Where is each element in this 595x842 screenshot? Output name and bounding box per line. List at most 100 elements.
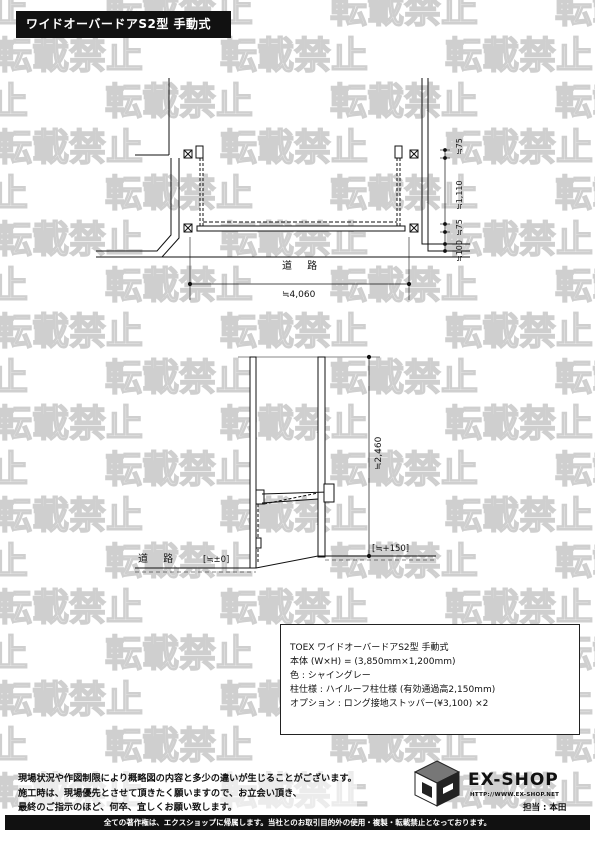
watermark-text: 転載禁止 — [0, 494, 143, 537]
left-boundary-outer — [96, 158, 172, 252]
watermark-text: 転載禁止 — [0, 448, 28, 491]
door-arm-diag — [263, 492, 319, 505]
right-hinge — [394, 145, 403, 159]
footer-copyright: 全ての著作権は、エクスショップに帰属します。当社とのお取引目的外の使用・複製・転… — [5, 815, 590, 830]
watermark-text: 転載禁止 — [0, 80, 28, 123]
watermark-text: 転載禁止 — [445, 494, 593, 537]
elevation-height-dimension: ≒2,460 — [374, 436, 384, 470]
left-post-top — [183, 149, 193, 159]
watermark-text: 転載禁止 — [555, 540, 595, 583]
notice-line-3: 最終のご指示のほど、何卒、宜しくお願い致します。 — [18, 802, 238, 813]
watermark-text: 転載禁止 — [0, 34, 143, 77]
watermark-text: 転載禁止 — [0, 310, 143, 353]
watermark-text: 転載禁止 — [0, 172, 28, 215]
watermark-text: 転載禁止 — [220, 402, 368, 445]
left-post-bottom — [183, 223, 193, 233]
elevation-step-level: [≒+150] — [372, 544, 409, 554]
left-boundary-inner — [96, 158, 180, 258]
watermark-text: 転載禁止 — [330, 0, 478, 31]
watermark-text: 転載禁止 — [555, 356, 595, 399]
watermark-text: 転載禁止 — [445, 310, 593, 353]
watermark-text: 転載禁止 — [220, 310, 368, 353]
elevation-view — [135, 354, 436, 573]
watermark-text: 転載禁止 — [330, 356, 478, 399]
brand-logo — [413, 760, 461, 807]
brand-url: HTTP://WWW.EX-SHOP.NET — [470, 792, 560, 798]
watermark-text: 転載禁止 — [0, 724, 28, 767]
person-in-charge: 担当 : 本田 — [523, 803, 567, 813]
watermark-text: 転載禁止 — [0, 218, 143, 261]
watermark-text: 転載禁止 — [445, 126, 593, 169]
watermark-text: 転載禁止 — [220, 34, 368, 77]
watermark-text: 転載禁止 — [0, 540, 28, 583]
gate-rail — [196, 225, 406, 232]
spec-color: 色 : シャイングレー — [290, 671, 371, 681]
spec-product: TOEX ワイドオーバードアS2型 手動式 — [290, 643, 449, 653]
elevation-road-label: 道 路 — [138, 552, 179, 565]
watermark-text: 転載禁止 — [445, 218, 593, 261]
watermark-text: 転載禁止 — [220, 126, 368, 169]
door-counterweight — [323, 483, 335, 503]
left-hinge — [195, 145, 204, 159]
right-wall-inner — [421, 78, 470, 245]
right-post-top — [409, 149, 419, 159]
brand-name: EX-SHOP — [468, 770, 559, 790]
door-stopper — [255, 537, 262, 549]
page-title: ワイドオーバードアS2型 手動式 — [16, 11, 231, 38]
spec-option: オプション : ロング接地ストッパー(¥3,100) ×2 — [290, 699, 489, 709]
watermark-text: 転載禁止 — [0, 126, 143, 169]
left-column — [249, 356, 257, 569]
door-arm-top — [261, 491, 329, 495]
plan-side-dim-main: ≒1,110 — [455, 180, 464, 210]
watermark-text: 転載禁止 — [220, 218, 368, 261]
watermark-text: 転載禁止 — [105, 80, 253, 123]
watermark-text: 転載禁止 — [555, 264, 595, 307]
watermark-text: 転載禁止 — [105, 448, 253, 491]
watermark-text: 転載禁止 — [330, 172, 478, 215]
watermark-text: 転載禁止 — [445, 402, 593, 445]
notice-line-2: 施工時は、現場優先とさせて頂きたく願いますので、お立会い頂き、 — [18, 787, 302, 799]
watermark-text: 転載禁止 — [555, 0, 595, 31]
right-wall-outer — [427, 78, 470, 252]
plan-road-label: 道 路 — [282, 259, 323, 272]
watermark-text: 転載禁止 — [330, 540, 478, 583]
watermark-text: 転載禁止 — [445, 770, 593, 813]
watermark-text: 転載禁止 — [105, 356, 253, 399]
watermark-text: 転載禁止 — [330, 448, 478, 491]
watermark-text: 転載禁止 — [330, 80, 478, 123]
watermark-text: 転載禁止 — [555, 172, 595, 215]
plan-side-dim-top: ≒75 — [455, 138, 464, 155]
spec-post: 柱仕様 : ハイルーフ柱仕様 (有効通過高2,150mm) — [290, 685, 496, 695]
right-column — [317, 356, 326, 558]
watermark-text: 転載禁止 — [105, 540, 253, 583]
spec-box: TOEX ワイドオーバードアS2型 手動式 本体 (W×H) = (3,850m… — [280, 624, 580, 735]
door-bracket — [255, 489, 265, 505]
watermark-text: 転載禁止 — [0, 402, 143, 445]
plan-side-dim-lower: ≒75 — [455, 219, 464, 236]
watermark-text: 転載禁止 — [555, 448, 595, 491]
watermark-text: 転載禁止 — [330, 264, 478, 307]
spec-size: 本体 (W×H) = (3,850mm×1,200mm) — [290, 657, 456, 667]
plan-view — [96, 78, 470, 300]
plan-width-dimension: ≒4,060 — [282, 290, 316, 300]
watermark-text: 転載禁止 — [105, 724, 253, 767]
watermark-text: 転載禁止 — [0, 586, 143, 629]
right-post-bottom — [409, 223, 419, 233]
watermark-text: 転載禁止 — [445, 586, 593, 629]
watermark-text: 転載禁止 — [0, 632, 28, 675]
watermark-text: 転載禁止 — [0, 264, 28, 307]
watermark-text: 転載禁止 — [0, 678, 143, 721]
watermark-text: 転載禁止 — [105, 632, 253, 675]
notice-text: 現場状況や作図制限により概略図の内容と多少の違いが生じることがございます。 施工… — [18, 772, 357, 816]
watermark-text: 転載禁止 — [555, 80, 595, 123]
notice-line-1: 現場状況や作図制限により概略図の内容と多少の違いが生じることがございます。 — [18, 773, 357, 784]
watermark-text: 転載禁止 — [445, 34, 593, 77]
elevation-ground-level: [≒±0] — [203, 555, 229, 565]
watermark-text: 転載禁止 — [105, 264, 253, 307]
plan-side-dim-bottom: ≒100 — [455, 240, 464, 262]
watermark-text: 転載禁止 — [220, 586, 368, 629]
ground-line — [135, 555, 436, 569]
watermark-text: 転載禁止 — [0, 356, 28, 399]
